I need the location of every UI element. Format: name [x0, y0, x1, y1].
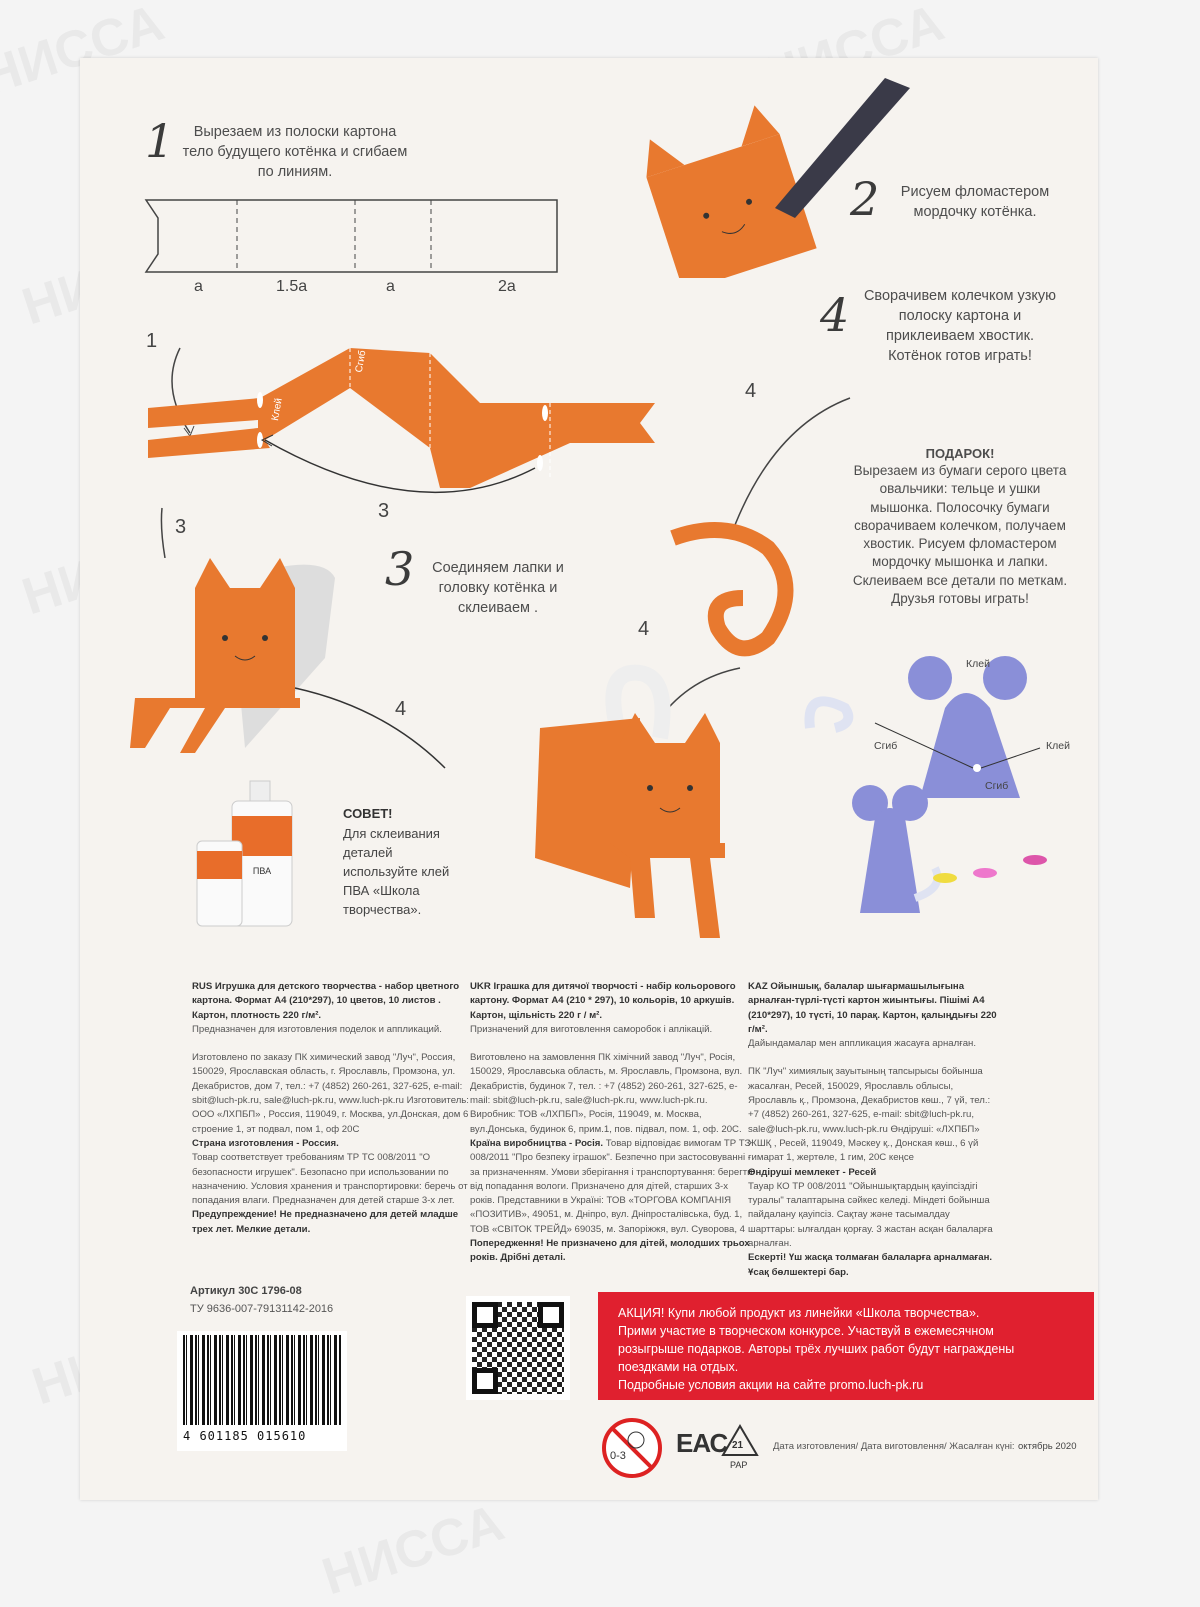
- qr-code[interactable]: [466, 1296, 570, 1400]
- kaz-warning: Ескерті! Үш жасқа толмаған балаларға арн…: [748, 1252, 993, 1278]
- step-2-text: Рисуем фломастером мордочку котёнка.: [900, 184, 1050, 220]
- recycle-label: PAP: [730, 1460, 748, 1470]
- strip-label: 1.5a: [276, 278, 308, 295]
- arrow-label: 4: [395, 698, 407, 720]
- cat-face-drawing-illustration: [646, 78, 910, 278]
- age-mark-label: 0-3: [610, 1450, 626, 1462]
- strip-label: a: [194, 278, 203, 295]
- barcode-digits: 4 601185 015610: [183, 1429, 307, 1443]
- glue-bottles-image: ПВА: [196, 780, 293, 927]
- arrow-label: 1: [146, 330, 158, 352]
- gift-title: ПОДАРОК!: [925, 446, 995, 461]
- gift-text: Вырезаем из бумаги серого цвета овальчик…: [852, 463, 1068, 607]
- rus-country: Страна изготовления - Россия.: [192, 1137, 339, 1149]
- promo-line-1: АКЦИЯ! Купи любой продукт из линейки «Шк…: [618, 1306, 980, 1320]
- promo-banner: АКЦИЯ! Купи любой продукт из линейки «Шк…: [598, 1292, 1094, 1400]
- kaz-info: KAZ Ойыншық, балалар шығармашылығына арн…: [748, 980, 998, 1280]
- date-label: Дата изготовления/ Дата виготовлення/ Жа…: [773, 1441, 1015, 1452]
- rus-safety: Товар соответствует требованиям ТР ТС 00…: [192, 1152, 468, 1207]
- step-3-number: 3: [385, 542, 415, 596]
- ukr-warning: Попередження! Не призначено для дітей, м…: [470, 1238, 750, 1264]
- rus-body: Изготовлено по заказу ПК химический заво…: [192, 1052, 469, 1135]
- step-2-number: 2: [850, 172, 880, 226]
- step-4-number: 4: [820, 288, 850, 342]
- recycle-code: 21: [732, 1440, 744, 1451]
- arrow-label: 4: [638, 618, 650, 640]
- eac-mark: ЕАС: [676, 1428, 728, 1458]
- kaz-purpose: Дайындамалар мен аппликация жасауға арна…: [748, 1038, 976, 1050]
- cut-strip-diagram: [144, 199, 558, 273]
- svg-text:ПВА: ПВА: [253, 866, 271, 876]
- finished-cat-illustration: [535, 664, 725, 938]
- tip-text: Для склеивания деталей используйте клей …: [343, 826, 450, 917]
- ukr-country: Країна виробництва - Росія.: [470, 1137, 604, 1149]
- tu-number: ТУ 9636-007-79131142-2016: [190, 1303, 334, 1315]
- watermark: НИССА: [315, 1493, 511, 1607]
- age-warning-icon: [602, 1418, 662, 1478]
- kaz-title: KAZ Ойыншық, балалар шығармашылығына арн…: [748, 981, 997, 1035]
- promo-line-2: Прими участие в творческом конкурсе. Уча…: [618, 1324, 1015, 1374]
- cat-step-3-illustration: [130, 558, 446, 769]
- arrow-label: 3: [378, 500, 390, 522]
- date-value: октябрь 2020: [1018, 1441, 1077, 1452]
- folded-strip-illustration: [148, 347, 655, 558]
- mouse-fold-label: Сгиб: [985, 780, 1009, 792]
- rus-purpose: Предназначен для изготовления поделок и …: [192, 1023, 442, 1035]
- step-1-number: 1: [145, 114, 175, 168]
- barcode: 4 601185 015610: [177, 1331, 347, 1451]
- kaz-body: ПК "Луч" химиялық зауытының тапсырысы бо…: [748, 1066, 991, 1164]
- rus-title: RUS Игрушка для детского творчества - на…: [192, 981, 460, 1021]
- ukr-safety: Товар відповідає вимогам ТР ТЗ 008/2011 …: [470, 1137, 753, 1235]
- mouse-glue-label: Клей: [1046, 740, 1070, 752]
- step-3-text: Соединяем лапки и головку котёнка и скле…: [432, 560, 564, 616]
- ukr-info: UKR Іграшка для дитячої творчості - набі…: [470, 980, 755, 1266]
- tip-title: СОВЕТ!: [343, 806, 393, 821]
- product-back-card: 1 Вырезаем из полоски картона тело будущ…: [80, 58, 1098, 1500]
- promo-line-3: Подробные условия акции на сайте promo.l…: [618, 1378, 924, 1392]
- rus-warning: Предупреждение! Не предназначено для дет…: [192, 1209, 459, 1235]
- mouse-illustration: [804, 656, 1047, 913]
- kaz-safety: Тауар КО ТР 008/2011 "Ойыншықтардың қауі…: [748, 1180, 993, 1250]
- mouse-fold-label: Сгиб: [874, 740, 898, 752]
- rus-info: RUS Игрушка для детского творчества - на…: [192, 980, 477, 1237]
- strip-label: 2a: [498, 278, 516, 295]
- ukr-purpose: Призначений для виготовлення саморобок і…: [470, 1023, 713, 1035]
- ukr-title: UKR Іграшка для дитячої творчості - набі…: [470, 981, 736, 1021]
- mouse-glue-label: Клей: [966, 658, 990, 670]
- article-number: Артикул 30С 1796-08: [190, 1285, 302, 1297]
- ukr-body: Виготовлено на замовлення ПК хімічний за…: [470, 1052, 743, 1135]
- step-4-text: Сворачивем колечком узкую полоску картон…: [863, 288, 1057, 364]
- arrow-label: 4: [745, 380, 757, 402]
- recycle-icon: [721, 1424, 759, 1456]
- kaz-country: Өндіруші мемлекет - Ресей: [748, 1166, 877, 1178]
- step-1-text: Вырезаем из полоски картона тело будущег…: [182, 124, 408, 180]
- tail-spiral-illustration: [670, 522, 794, 657]
- strip-label: a: [386, 278, 395, 295]
- arrow-label: 3: [175, 516, 187, 538]
